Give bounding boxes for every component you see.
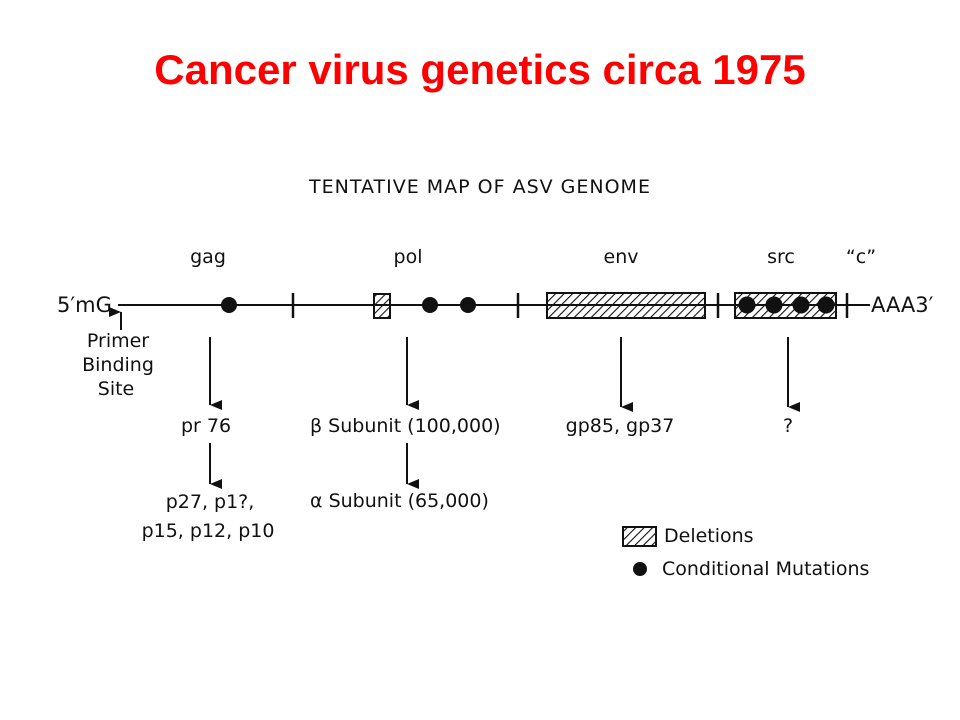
product-gag-cleavage-1: p27, p1?, bbox=[165, 491, 255, 513]
primer-label-2: Binding bbox=[82, 354, 154, 376]
gene-label-c: “c” bbox=[845, 246, 877, 268]
product-pr76: pr 76 bbox=[180, 415, 232, 437]
product-alpha-subunit: α Subunit (65,000) bbox=[310, 490, 489, 512]
legend-mutation-dot bbox=[633, 562, 647, 576]
product-gag-cleavage-2: p15, p12, p10 bbox=[141, 520, 275, 542]
legend-deletions-swatch bbox=[622, 526, 657, 547]
gene-label-src: src bbox=[767, 246, 795, 268]
product-src: ? bbox=[782, 415, 794, 437]
three-prime-label: AAA3′ bbox=[871, 293, 934, 317]
env-deletion-box bbox=[546, 292, 706, 319]
product-env: gp85, gp37 bbox=[565, 415, 675, 437]
five-prime-label: 5′mG bbox=[57, 293, 112, 317]
gene-label-env: env bbox=[603, 246, 639, 268]
product-beta-subunit: β Subunit (100,000) bbox=[310, 415, 501, 437]
legend-deletions-label: Deletions bbox=[664, 525, 754, 547]
arrows bbox=[109, 307, 800, 489]
conditional-mutation-dots bbox=[221, 296, 835, 314]
pol-deletion-box bbox=[373, 293, 391, 319]
primer-label-3: Site bbox=[97, 378, 135, 400]
slide-title: Cancer virus genetics circa 1975 bbox=[154, 46, 806, 93]
primer-label-1: Primer bbox=[86, 330, 150, 352]
diagram-heading: TENTATIVE MAP OF ASV GENOME bbox=[309, 176, 651, 198]
gene-boundary-ticks bbox=[291, 293, 849, 318]
gene-label-pol: pol bbox=[393, 246, 423, 268]
gene-label-gag: gag bbox=[190, 246, 226, 268]
legend-mutations-label: Conditional Mutations bbox=[662, 558, 870, 580]
